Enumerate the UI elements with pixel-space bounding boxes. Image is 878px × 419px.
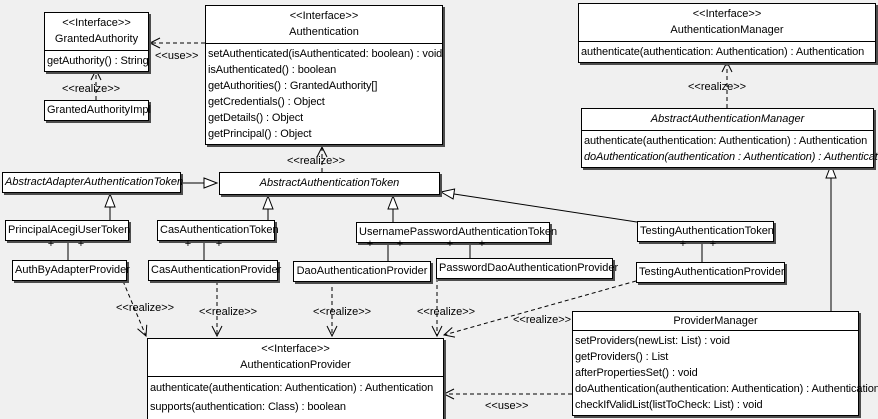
edge-label-realize: <<realize>> <box>313 306 372 318</box>
method: getDetails() : Object <box>208 112 304 124</box>
class-provider-manager: ProviderManager setProviders(newList: Li… <box>572 311 878 416</box>
method: getAuthority() : String <box>47 55 149 67</box>
edge-label-realize: <<realize>> <box>688 81 747 93</box>
edge-label-realize: <<realize>> <box>116 302 175 314</box>
class-testing-authentication-token: TestingAuthenticationToken <box>637 221 774 242</box>
class-cas-authentication-token: CasAuthenticationToken <box>157 220 279 241</box>
edge-label-use: <<use>> <box>485 400 529 412</box>
class-name: AbstractAuthenticationManager <box>650 113 805 125</box>
method: isAuthenticated() : boolean <box>208 64 337 76</box>
class-granted-authority: <<Interface>> GrantedAuthority getAuthor… <box>44 12 149 72</box>
method: getAuthorities() : GrantedAuthority[] <box>208 80 378 92</box>
association-plus: + <box>709 238 717 250</box>
class-cas-authentication-provider: CasAuthenticationProvider <box>148 260 282 281</box>
association-plus: + <box>215 238 223 250</box>
edge-label-realize: <<realize>> <box>417 306 476 318</box>
class-name: CasAuthenticationProvider <box>151 264 282 276</box>
class-abstract-authentication-token: AbstractAuthenticationToken <box>219 172 440 195</box>
method: getCredentials() : Object <box>208 96 325 108</box>
stereotype: <<Interface>> <box>261 343 330 355</box>
method: setProviders(newList: List) : void <box>575 335 730 347</box>
class-username-password-authentication-token: UsernamePasswordAuthenticationToken <box>356 222 558 243</box>
method: authenticate(authentication: Authenticat… <box>584 135 868 147</box>
class-name: ProviderManager <box>673 315 758 327</box>
method: getPrincipal() : Object <box>208 128 312 140</box>
stereotype: <<Interface>> <box>62 17 131 29</box>
class-testing-authentication-provider: TestingAuthenticationProvider <box>636 262 785 283</box>
class-name: PasswordDaoAuthenticationProvider <box>439 262 619 274</box>
association-plus: + <box>47 238 55 250</box>
association-plus: + <box>679 238 687 250</box>
class-name: Authentication <box>289 26 359 38</box>
class-name: AuthByAdapterProvider <box>15 264 130 276</box>
class-name: TestingAuthenticationProvider <box>639 266 785 278</box>
stereotype: <<Interface>> <box>289 10 359 22</box>
class-name: GrantedAuthority <box>54 33 139 45</box>
edge-label-realize: <<realize>> <box>287 155 346 167</box>
association-plus: + <box>478 238 486 250</box>
class-name: UsernamePasswordAuthenticationToken <box>359 226 558 238</box>
class-authentication-manager: <<Interface>> AuthenticationManager auth… <box>578 3 876 63</box>
class-authentication-provider: <<Interface>> AuthenticationProvider aut… <box>147 338 444 419</box>
class-name: CasAuthenticationToken <box>160 224 279 236</box>
class-name: GrantedAuthorityImpl <box>47 104 151 116</box>
method: supports(authentication: Class) : boolea… <box>150 401 346 413</box>
stereotype: <<Interface>> <box>692 8 762 20</box>
association-plus: + <box>77 238 85 250</box>
method: authenticate(authentication: Authenticat… <box>150 382 434 394</box>
class-name: TestingAuthenticationToken <box>640 225 774 237</box>
class-name: AuthenticationManager <box>670 24 784 36</box>
class-abstract-authentication-manager: AbstractAuthenticationManager authentica… <box>581 108 878 168</box>
association-plus: + <box>396 238 404 250</box>
edge-label-use: <<use>> <box>155 50 199 62</box>
method: checkIfValidList(listToCheck: List) : vo… <box>575 399 763 411</box>
association-plus: + <box>184 238 192 250</box>
method: doAuthentication(authentication : Authen… <box>584 151 878 163</box>
edge-label-realize: <<realize>> <box>199 306 258 318</box>
method: authenticate(authentication: Authenticat… <box>581 46 865 58</box>
method: getProviders() : List <box>575 351 669 363</box>
class-password-dao-authentication-provider: PasswordDaoAuthenticationProvider <box>436 258 619 279</box>
method: afterPropertiesSet() : void <box>575 367 698 379</box>
class-abstract-adapter-authentication-token: AbstractAdapterAuthenticationToken <box>2 172 184 193</box>
method: setAuthenticated(isAuthenticated: boolea… <box>208 48 443 60</box>
class-name: AbstractAdapterAuthenticationToken <box>5 176 184 188</box>
class-auth-by-adapter-provider: AuthByAdapterProvider <box>12 260 130 281</box>
association-plus: + <box>366 238 374 250</box>
edge-label-realize: <<realize>> <box>513 314 572 326</box>
class-granted-authority-impl: GrantedAuthorityImpl <box>44 100 151 121</box>
class-dao-authentication-provider: DaoAuthenticationProvider <box>293 261 431 282</box>
association-plus: + <box>446 238 454 250</box>
class-name: DaoAuthenticationProvider <box>296 265 428 277</box>
class-principal-acegi-user-token: PrincipalAcegiUserToken <box>5 220 131 241</box>
class-authentication: <<Interface>> Authentication setAuthenti… <box>205 5 443 145</box>
class-name: PrincipalAcegiUserToken <box>8 224 131 236</box>
method: doAuthentication(authentication: Authent… <box>575 383 878 395</box>
edge-label-realize: <<realize>> <box>62 83 121 95</box>
class-name: AbstractAuthenticationToken <box>259 177 400 189</box>
class-name: AuthenticationProvider <box>240 359 351 371</box>
